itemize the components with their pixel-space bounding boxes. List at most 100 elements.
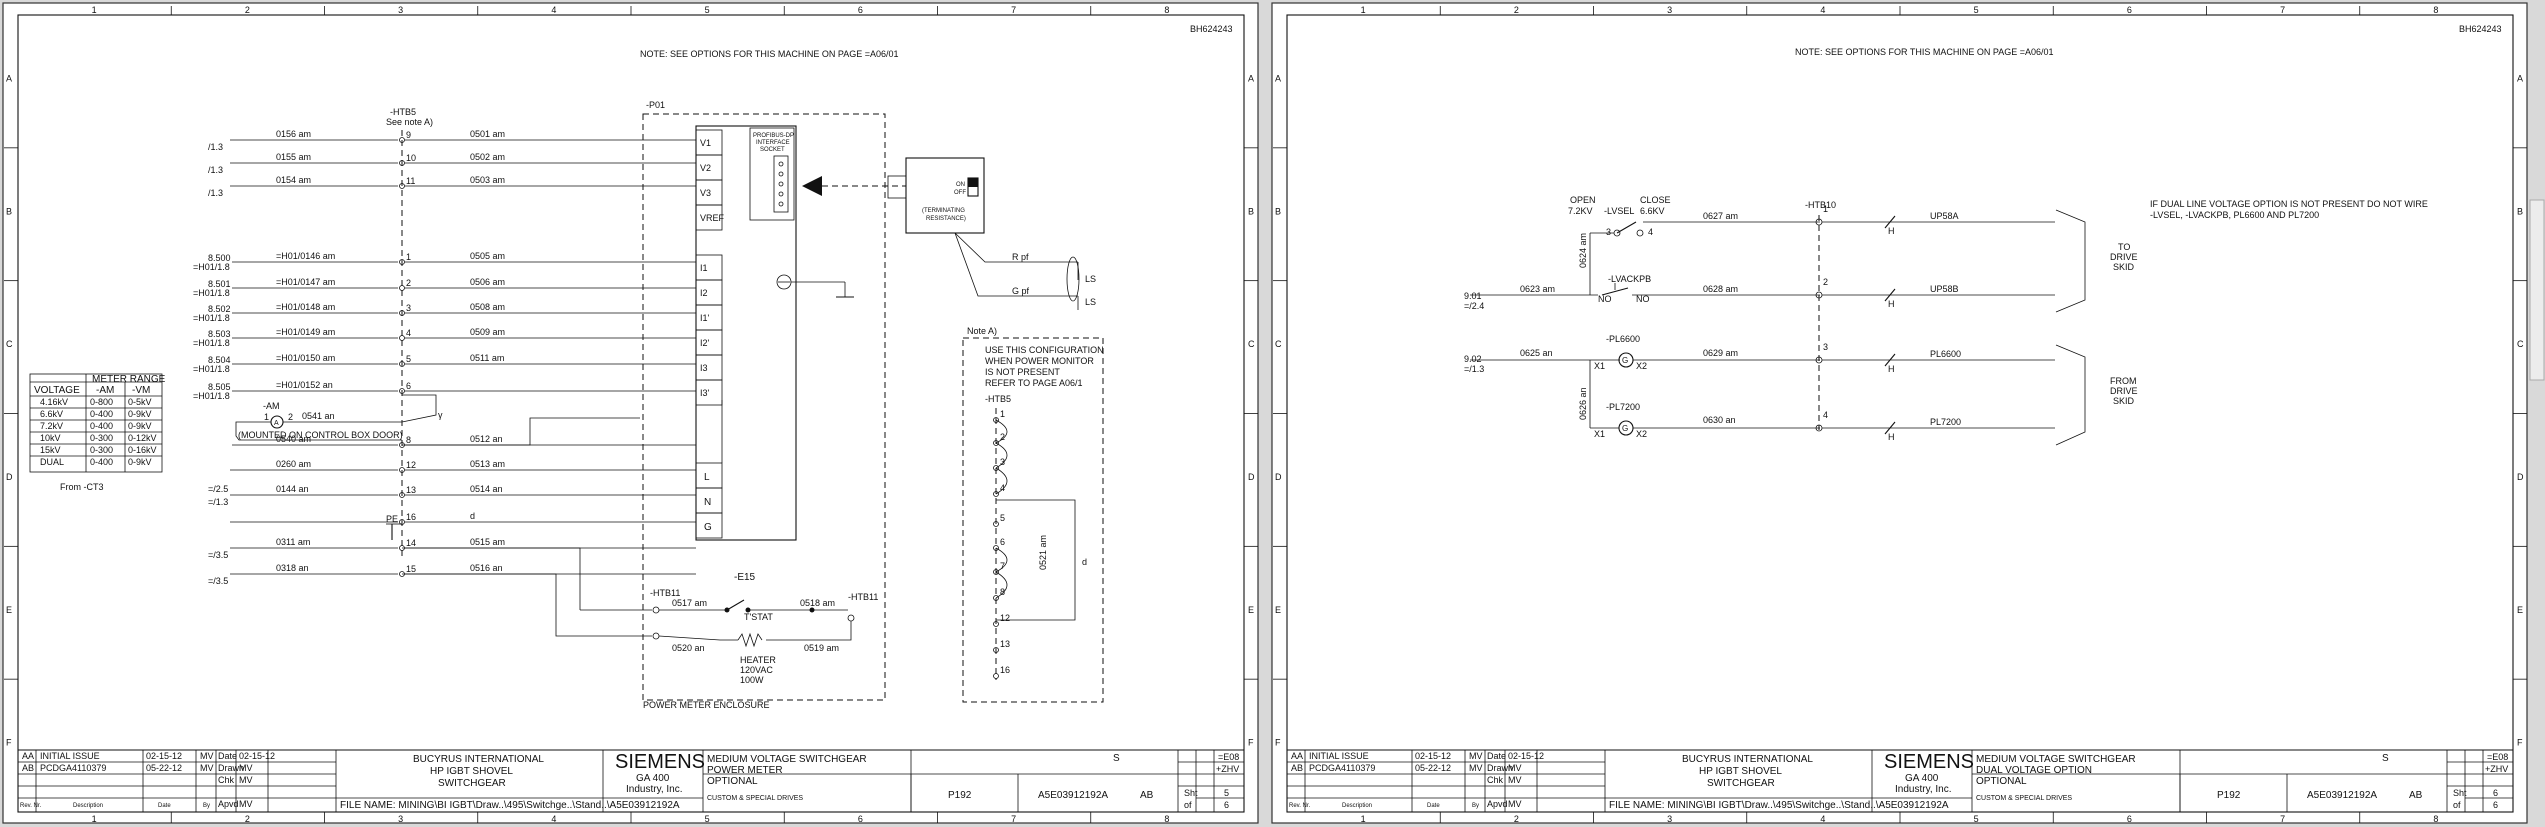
- sheet-1-content: BH624243 NOTE: SEE OPTIONS FOR THIS MACH…: [18, 24, 1244, 812]
- grid-row-label: D: [6, 472, 13, 482]
- siemens-logo: SIEMENS: [1884, 751, 1974, 773]
- svg-text:0260 am: 0260 am: [276, 459, 311, 469]
- svg-text:-LVSEL: -LVSEL: [1604, 206, 1634, 216]
- svg-text:Sht: Sht: [2453, 788, 2467, 798]
- svg-text:OPTIONAL: OPTIONAL: [1976, 776, 2027, 787]
- grid-col-label: 7: [1011, 814, 1016, 824]
- svg-text:0505 am: 0505 am: [470, 251, 505, 261]
- terminal-number: 13: [406, 485, 416, 495]
- lvackpb-pushbutton: [1601, 287, 1629, 296]
- svg-text:Industry, Inc.: Industry, Inc.: [626, 784, 683, 795]
- grid-row-label: E: [1275, 605, 1281, 615]
- svg-text:Chk: Chk: [1487, 775, 1504, 785]
- svg-text:6.6kV: 6.6kV: [40, 409, 63, 419]
- svg-text:0-16kV: 0-16kV: [128, 445, 157, 455]
- terminal-number: 7: [1000, 561, 1005, 571]
- svg-text:SWITCHGEAR: SWITCHGEAR: [1707, 778, 1775, 789]
- svg-text:1: 1: [264, 412, 269, 422]
- svg-text:0540 am: 0540 am: [276, 434, 311, 444]
- svg-text:-LVACKPB: -LVACKPB: [1608, 274, 1651, 284]
- svg-text:X2: X2: [1636, 429, 1647, 439]
- svg-text:RESISTANCE): RESISTANCE): [926, 216, 966, 222]
- grid-col-label: 8: [1164, 5, 1169, 15]
- svg-text:0506 am: 0506 am: [470, 277, 505, 287]
- terminal-number: 4: [1000, 483, 1005, 493]
- terminal-icon: [993, 621, 999, 627]
- grid-row-label: D: [1275, 472, 1282, 482]
- svg-text:P192: P192: [2217, 790, 2241, 801]
- svg-text:ON: ON: [956, 182, 965, 188]
- options-note: NOTE: SEE OPTIONS FOR THIS MACHINE ON PA…: [640, 49, 898, 59]
- terminal-number: 3: [1823, 342, 1828, 352]
- terminal-number: 4: [406, 328, 411, 338]
- terminal-icon: [399, 388, 405, 394]
- svg-text:/1.3: /1.3: [208, 165, 223, 175]
- svg-text:G: G: [1622, 356, 1628, 365]
- svg-text:MV: MV: [1508, 799, 1522, 809]
- terminal-icon: [993, 647, 999, 653]
- svg-text:MV: MV: [239, 775, 253, 785]
- svg-text:MV: MV: [239, 799, 253, 809]
- document-number: A5E03912192A: [1038, 790, 1108, 801]
- svg-text:120VAC: 120VAC: [740, 665, 773, 675]
- svg-text:Description: Description: [1342, 803, 1372, 809]
- svg-text:Description: Description: [73, 803, 103, 809]
- terminal-number: 12: [1000, 613, 1010, 623]
- svg-text:0311 am: 0311 am: [276, 537, 310, 547]
- svg-text:7.2KV: 7.2KV: [1568, 206, 1593, 216]
- svg-text:REFER TO PAGE A06/1: REFER TO PAGE A06/1: [985, 378, 1083, 388]
- svg-text:3: 3: [1606, 227, 1611, 237]
- svg-text:SWITCHGEAR: SWITCHGEAR: [438, 778, 506, 789]
- terminal-number: 14: [406, 538, 416, 548]
- svg-text:-AM: -AM: [96, 385, 114, 396]
- svg-text:0630 an: 0630 an: [1703, 415, 1736, 425]
- svg-text:+ZHV: +ZHV: [1216, 764, 1239, 774]
- svg-text:G: G: [1622, 424, 1628, 433]
- svg-text:PE: PE: [386, 514, 398, 524]
- page-scrollbar-stub[interactable]: [2529, 199, 2545, 381]
- svg-text:Drawn: Drawn: [218, 763, 244, 773]
- grid-col-label: 2: [1514, 814, 1519, 824]
- terminal-icon: [399, 285, 405, 291]
- svg-text:Drawn: Drawn: [1487, 763, 1513, 773]
- svg-text:/1.3: /1.3: [208, 142, 223, 152]
- svg-text:γ: γ: [438, 410, 443, 420]
- svg-text:POWER METER: POWER METER: [707, 765, 783, 776]
- svg-text:8.500: 8.500: [208, 253, 231, 263]
- sheet-description: MEDIUM VOLTAGE SWITCHGEAR: [1976, 754, 2136, 765]
- svg-text:0-300: 0-300: [90, 445, 113, 455]
- svg-text:MV: MV: [239, 763, 253, 773]
- svg-text:0-9kV: 0-9kV: [128, 409, 152, 419]
- svg-text:0520 an: 0520 an: [672, 643, 705, 653]
- svg-text:AB: AB: [22, 763, 34, 773]
- grid-col-label: 2: [245, 5, 250, 15]
- svg-text:PCDGA4110379: PCDGA4110379: [40, 763, 106, 773]
- terminal-icon: [399, 492, 405, 498]
- svg-text:=/2.5: =/2.5: [208, 484, 228, 494]
- svg-text:Date: Date: [1487, 751, 1506, 761]
- grid-col-label: 2: [1514, 5, 1519, 15]
- svg-text:05-22-12: 05-22-12: [146, 763, 182, 773]
- svg-text:0144 an: 0144 an: [276, 484, 309, 494]
- svg-text:0508 am: 0508 am: [470, 302, 505, 312]
- terminal-number: 1: [1000, 409, 1005, 419]
- svg-text:4.16kV: 4.16kV: [40, 397, 68, 407]
- svg-text:8.504: 8.504: [208, 355, 231, 365]
- terminal-icon: [993, 491, 999, 497]
- svg-text:By: By: [1472, 803, 1479, 809]
- grid-col-label: 7: [2280, 5, 2285, 15]
- svg-text:02-15-12: 02-15-12: [1508, 751, 1544, 761]
- svg-text:OFF: OFF: [954, 190, 966, 196]
- grid-row-label: E: [2517, 605, 2523, 615]
- svg-text:NOTE: SEE OPTIONS FOR THIS MAC: NOTE: SEE OPTIONS FOR THIS MACHINE ON PA…: [1795, 47, 2053, 57]
- terminal-icon: [993, 545, 999, 551]
- svg-text:INTERFACE: INTERFACE: [756, 140, 790, 146]
- svg-text:0318 an: 0318 an: [276, 563, 309, 573]
- meter-input-label: I2': [700, 338, 710, 348]
- svg-text:R pf: R pf: [1012, 252, 1029, 262]
- terminal-icon: [399, 259, 405, 265]
- terminal-number: 12: [406, 460, 416, 470]
